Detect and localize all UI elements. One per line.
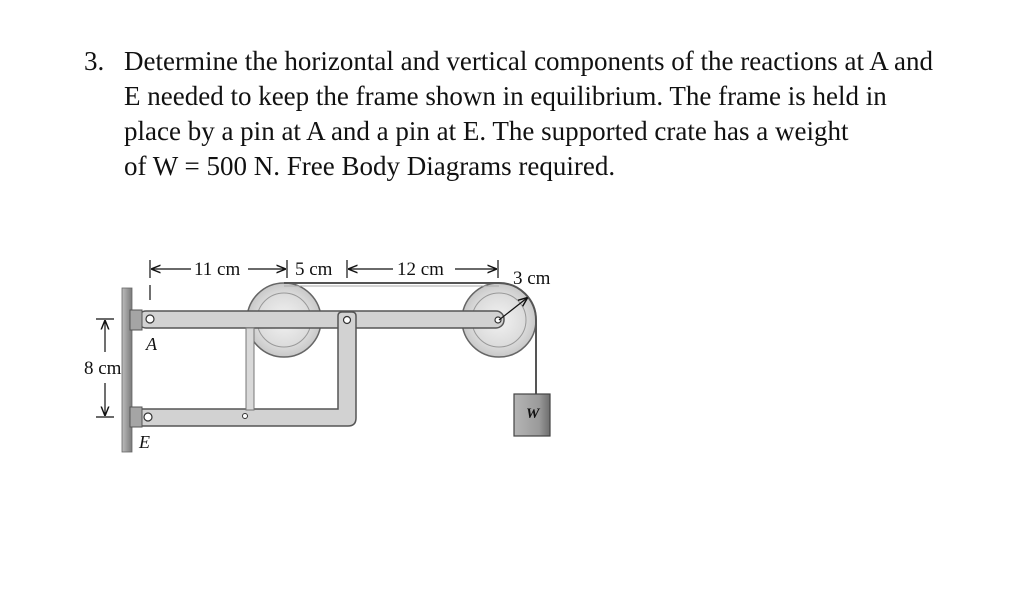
dimension-left [96,318,114,418]
problem-line-4: of W = 500 N. Free Body Diagrams require… [124,151,616,181]
problem-line-1: Determine the horizontal and vertical co… [124,46,933,76]
dim-3cm: 3 cm [513,268,551,289]
dim-5cm: 5 cm [295,259,333,280]
problem-number: 3. [84,46,105,76]
problem-line-2: E needed to keep the frame shown in equi… [124,81,887,111]
member-lower [137,311,357,427]
member-vertical-left [245,327,255,411]
crate-label: W [526,406,541,422]
member-upper [137,310,505,329]
dim-8cm: 8 cm [84,358,122,379]
problem-line-3: place by a pin at A and a pin at E. The … [124,116,849,146]
pin-bracket-e [129,406,143,428]
dimension-top [149,260,499,300]
problem-statement: 3. Determine the horizontal and vertical… [84,44,984,184]
pin-bracket-a [129,309,143,331]
problem-text: Determine the horizontal and vertical co… [124,44,984,184]
radius-arrow [498,298,527,321]
cord [284,282,537,394]
dim-11cm: 11 cm [194,259,240,280]
dim-12cm: 12 cm [397,259,444,280]
crate [513,393,551,437]
wall [121,287,133,453]
label-e: E [138,432,150,452]
label-a: A [145,334,158,354]
